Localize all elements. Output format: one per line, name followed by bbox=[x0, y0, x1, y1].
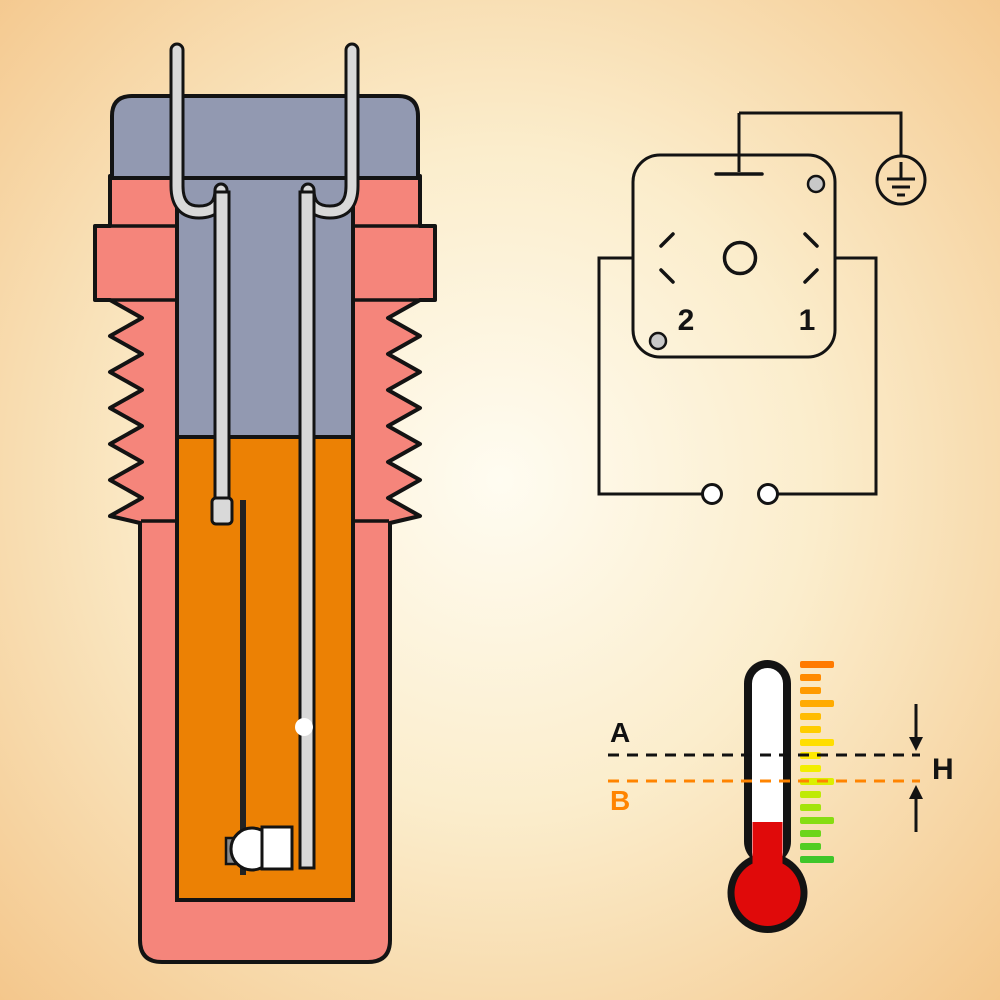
scale-tick bbox=[800, 726, 821, 733]
contact-slider bbox=[260, 825, 294, 871]
left-clamp-contact bbox=[659, 232, 675, 284]
switch-body-outline bbox=[631, 153, 837, 359]
scale-tick bbox=[800, 856, 834, 863]
scale-tick bbox=[800, 817, 834, 824]
scale-tick bbox=[800, 765, 821, 772]
insulator-column bbox=[175, 174, 355, 441]
sensor-top-cap bbox=[110, 94, 420, 180]
temperature-scale bbox=[800, 661, 834, 863]
thermometer-tube bbox=[752, 668, 783, 868]
mercury-column bbox=[752, 822, 783, 897]
terminal-1-label: 1 bbox=[799, 304, 816, 337]
switch-contact-right bbox=[757, 483, 779, 505]
scale-tick bbox=[800, 830, 821, 837]
scale-tick bbox=[800, 843, 821, 850]
circuit-diagram: 2 1 bbox=[597, 111, 927, 505]
scale-tick bbox=[800, 791, 821, 798]
switch-contact-left bbox=[701, 483, 723, 505]
ground-icon bbox=[875, 154, 927, 206]
rod-highlight-dot bbox=[295, 718, 313, 736]
electrode-rod-left bbox=[213, 190, 231, 514]
hysteresis-label: H bbox=[932, 753, 954, 786]
arrow-up-icon bbox=[909, 785, 923, 832]
terminal-2-label: 2 bbox=[678, 304, 695, 337]
capillary-fluid-chamber bbox=[175, 435, 355, 902]
threshold-b-label: B bbox=[610, 785, 630, 816]
right-clamp-contact bbox=[803, 232, 819, 284]
wire-top-run bbox=[739, 111, 903, 157]
threshold-a-label: A bbox=[610, 717, 630, 748]
scale-tick bbox=[800, 713, 821, 720]
arrow-up-head bbox=[909, 785, 923, 799]
electrode-rod-left-tip bbox=[210, 496, 234, 526]
thermometer-hysteresis-diagram: A B H bbox=[608, 660, 954, 933]
scale-tick bbox=[800, 674, 821, 681]
scale-tick bbox=[800, 700, 834, 707]
center-shaft-circle bbox=[722, 240, 758, 276]
scale-tick bbox=[800, 804, 821, 811]
bimetal-strip bbox=[240, 500, 246, 875]
scale-tick bbox=[800, 739, 834, 746]
thermostat-cutaway-diagram bbox=[93, 42, 437, 964]
arrow-down-icon bbox=[909, 704, 923, 751]
wire-right bbox=[777, 256, 878, 496]
arrow-down-head bbox=[909, 737, 923, 751]
scale-tick bbox=[800, 661, 834, 668]
rivet-top-right bbox=[806, 174, 826, 194]
thermometer bbox=[727, 660, 808, 933]
electrode-rod-right bbox=[298, 190, 316, 870]
rivet-bottom-left bbox=[648, 331, 668, 351]
ground-circle bbox=[875, 154, 927, 206]
wire-left bbox=[597, 256, 703, 496]
scale-tick bbox=[800, 687, 821, 694]
